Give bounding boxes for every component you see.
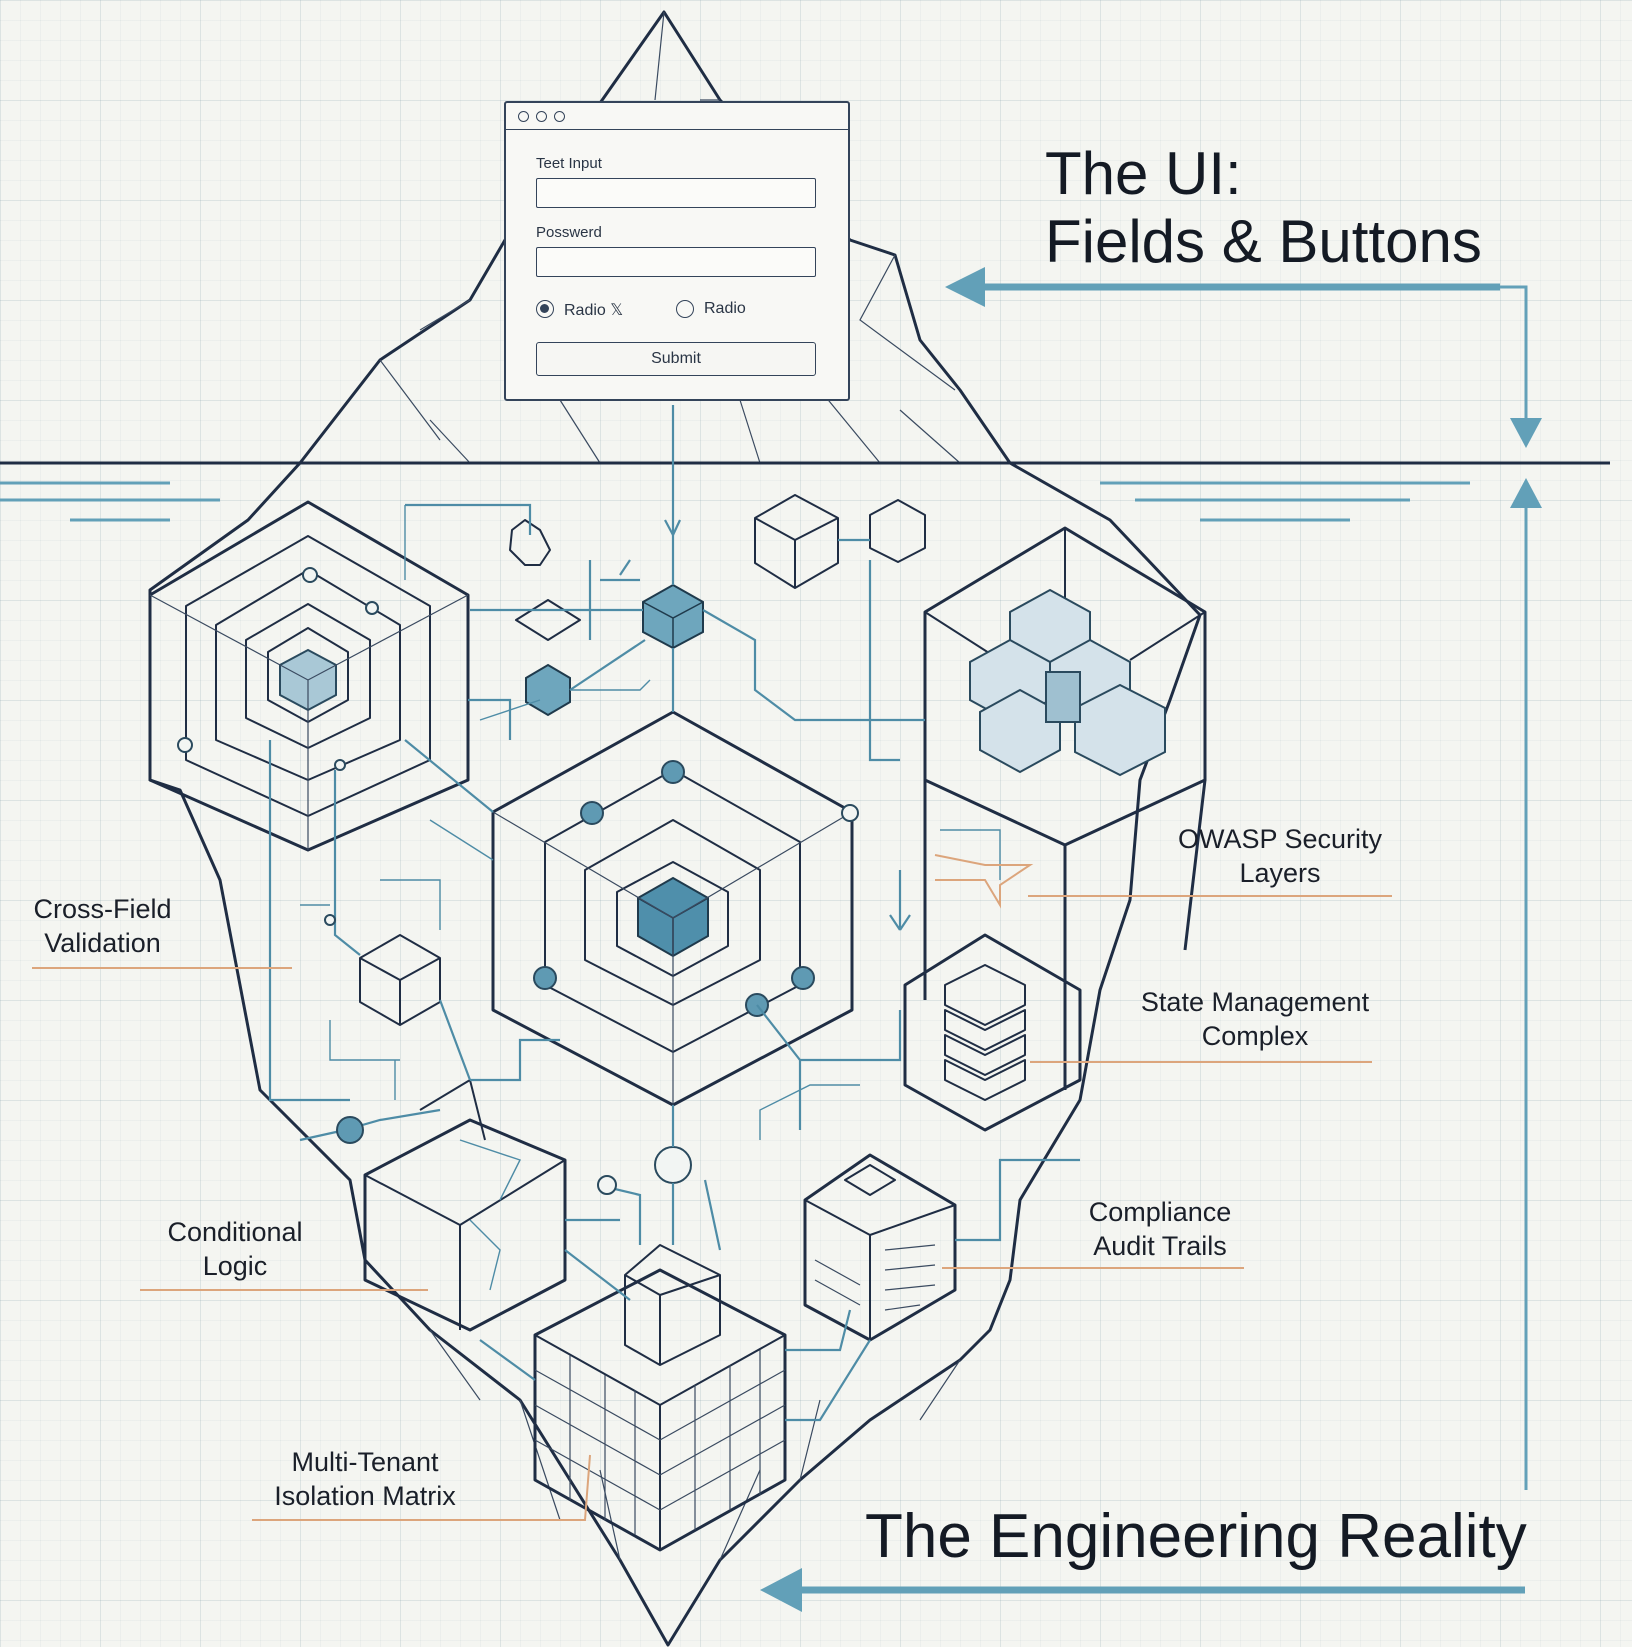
text-input-label: Teet Input bbox=[536, 155, 602, 172]
password-label: Posswerd bbox=[536, 224, 602, 241]
central-nested-cube bbox=[491, 710, 859, 1184]
left-nested-cube bbox=[148, 500, 470, 852]
window-titlebar bbox=[506, 103, 848, 130]
waterline bbox=[0, 461, 1610, 522]
callout-compliance: Compliance Audit Trails bbox=[1088, 1197, 1232, 1261]
window-dot-icon bbox=[536, 111, 547, 122]
circuit-wires bbox=[268, 405, 1080, 1422]
callout-lines bbox=[32, 854, 1392, 1521]
compliance-box bbox=[803, 1153, 957, 1342]
text-input-field[interactable] bbox=[536, 178, 816, 208]
multi-tenant-cube bbox=[533, 1244, 787, 1552]
arrow-down-icon bbox=[1500, 285, 1542, 448]
radio1-label: Radio 𝕏 bbox=[564, 302, 624, 319]
arrow-left-bottom-icon bbox=[760, 1568, 1525, 1612]
callout-cross-field: Cross-Field Validation bbox=[33, 894, 172, 958]
callout-owasp: OWASP Security Layers bbox=[1177, 824, 1383, 888]
login-form-window: Teet Input Posswerd Radio 𝕏 Radio Submit bbox=[504, 101, 850, 401]
ui-title: The UI: Fields & Buttons bbox=[1045, 140, 1482, 276]
cross-field-cube bbox=[359, 934, 441, 1026]
radio2-label: Radio bbox=[704, 300, 746, 317]
window-dot-icon bbox=[554, 111, 565, 122]
state-stack-cube bbox=[903, 933, 1082, 1132]
ui-title-line2: Fields & Buttons bbox=[1045, 208, 1482, 275]
callout-state-management: State Management Complex bbox=[1140, 987, 1370, 1051]
password-field[interactable] bbox=[536, 247, 816, 277]
iceberg-body bbox=[148, 461, 1202, 1647]
small-cubes-top bbox=[509, 494, 926, 717]
engineering-reality-title: The Engineering Reality bbox=[865, 1502, 1527, 1571]
arrow-up-icon bbox=[1510, 478, 1542, 1490]
arrow-left-icon bbox=[945, 267, 1500, 307]
conditional-logic-block bbox=[363, 1079, 567, 1332]
ui-title-line1: The UI: bbox=[1045, 140, 1242, 207]
callout-conditional-logic: Conditional Logic bbox=[167, 1217, 303, 1281]
window-dot-icon bbox=[518, 111, 529, 122]
submit-button[interactable]: Submit bbox=[536, 342, 816, 376]
callout-multi-tenant: Multi-Tenant Isolation Matrix bbox=[274, 1447, 456, 1511]
radio-button[interactable] bbox=[676, 300, 694, 318]
right-cluster-cube bbox=[923, 526, 1207, 1090]
radio-button-selected[interactable] bbox=[536, 300, 554, 318]
